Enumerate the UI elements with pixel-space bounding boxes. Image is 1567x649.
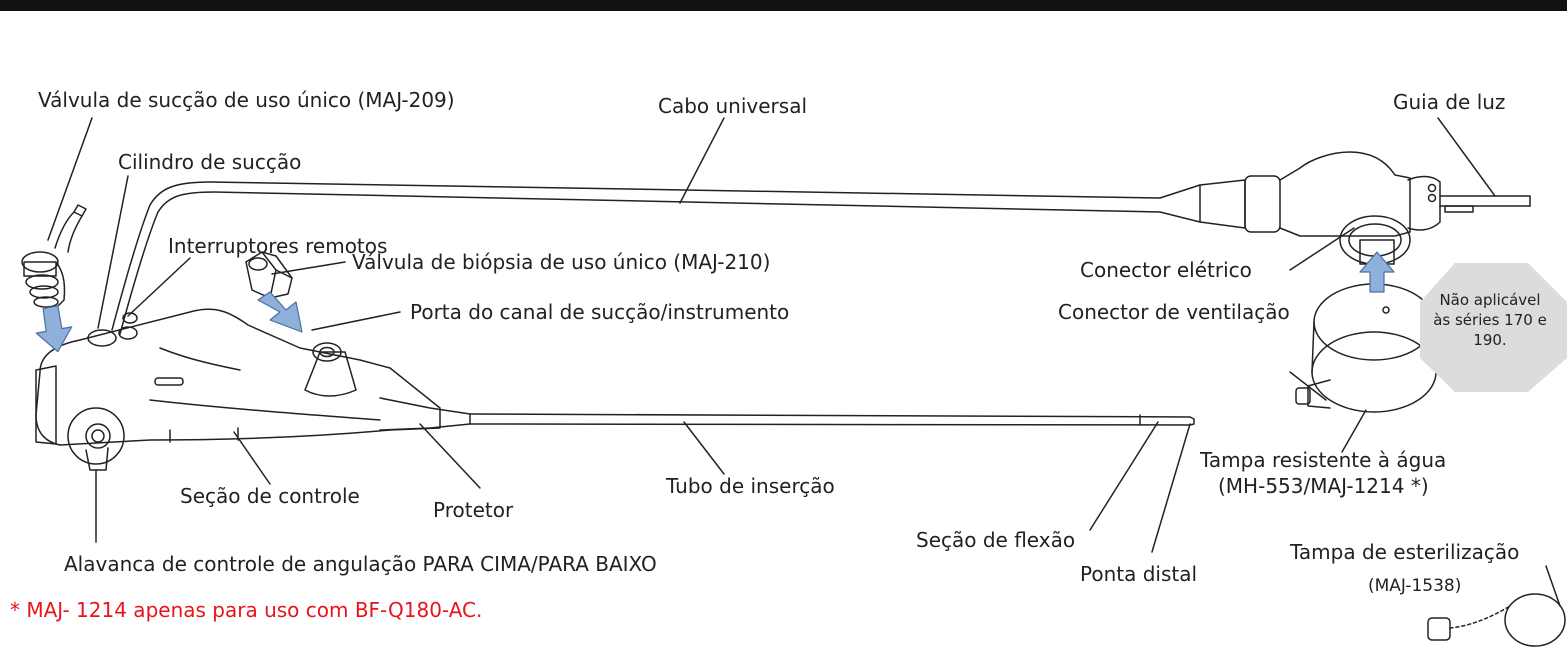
label-angulation-lever: Alavanca de controle de angulação PARA C… bbox=[64, 552, 657, 576]
light-guide-connector bbox=[1199, 151, 1531, 265]
label-channel-port: Porta do canal de sucção/instrumento bbox=[410, 300, 790, 324]
arrow-suction-valve bbox=[35, 305, 73, 353]
label-biopsy-valve: Válvula de biópsia de uso único (MAJ-210… bbox=[352, 250, 771, 274]
insertion-tube bbox=[469, 413, 1195, 426]
footnote: * MAJ- 1214 apenas para uso com BF-Q180-… bbox=[10, 598, 483, 622]
universal-cord bbox=[111, 181, 1201, 335]
label-water-cap-line1: Tampa resistente à água bbox=[1200, 448, 1447, 472]
boot-strain-relief bbox=[379, 397, 471, 431]
suction-valve bbox=[21, 204, 87, 308]
arrow-biopsy-valve bbox=[257, 291, 303, 333]
not-applicable-note: Não aplicável às séries 170 e 190. bbox=[1433, 291, 1547, 349]
biopsy-valve bbox=[245, 251, 293, 299]
not-applicable-octagon bbox=[1420, 263, 1567, 392]
label-water-cap-line2: (MH-553/MAJ-1214 *) bbox=[1218, 474, 1429, 498]
leader-lines bbox=[47, 117, 1561, 607]
label-sterilization-cap-line1: Tampa de esterilização bbox=[1290, 540, 1520, 564]
label-suction-valve: Válvula de sucção de uso único (MAJ-209) bbox=[38, 88, 455, 112]
label-venting-connector: Conector de ventilação bbox=[1058, 300, 1290, 324]
label-universal-cord: Cabo universal bbox=[658, 94, 808, 118]
arrow-vent-connector bbox=[1359, 251, 1395, 293]
sterilization-cap bbox=[1427, 593, 1566, 647]
label-remote-switches: Interruptores remotos bbox=[168, 234, 388, 258]
top-border-bar bbox=[0, 0, 1567, 11]
label-electrical-connector: Conector elétrico bbox=[1080, 258, 1252, 282]
label-boot: Protetor bbox=[433, 498, 514, 522]
label-insertion-tube: Tubo de inserção bbox=[666, 474, 835, 498]
label-distal-end: Ponta distal bbox=[1080, 562, 1198, 586]
label-control-section: Seção de controle bbox=[180, 484, 360, 508]
label-light-guide: Guia de luz bbox=[1393, 90, 1506, 114]
assembly-arrows bbox=[35, 251, 1395, 353]
label-suction-cylinder: Cilindro de sucção bbox=[118, 150, 302, 174]
control-section bbox=[35, 308, 441, 471]
channel-port bbox=[304, 342, 357, 397]
label-sterilization-cap-line2: (MAJ-1538) bbox=[1368, 576, 1462, 596]
label-bending-section: Seção de flexão bbox=[916, 528, 1076, 552]
